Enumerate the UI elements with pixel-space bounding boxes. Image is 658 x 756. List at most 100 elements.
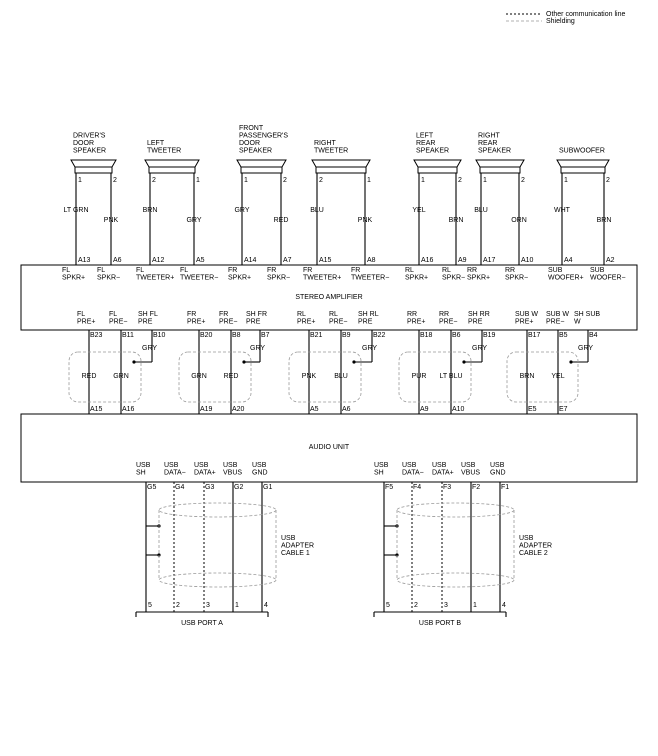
usb-signal-label: USB xyxy=(374,462,389,469)
amp-pin-label: TWEETER+ xyxy=(303,275,341,282)
usb-signal-label: USB xyxy=(223,462,238,469)
wire-color-right: PNK xyxy=(104,217,119,224)
shield-outline xyxy=(68,351,142,403)
usb-port-pin: 3 xyxy=(206,602,210,609)
wire-color-left: YEL xyxy=(412,207,425,214)
shield-junction xyxy=(352,360,356,364)
shield-label: PRE xyxy=(358,319,373,326)
speaker-name: FRONT xyxy=(239,125,264,132)
pre-pos-label: RL xyxy=(297,311,306,318)
pre-neg-label: SUB W xyxy=(546,311,569,318)
terminal-pos: B23 xyxy=(90,332,103,339)
usb-signal-label: VBUS xyxy=(461,470,480,477)
usb-signal-label: DATA+ xyxy=(432,470,454,477)
shield-label: SH RR xyxy=(468,311,490,318)
amp-pin-label: RR xyxy=(467,267,477,274)
speaker-pin-right: 2 xyxy=(283,177,287,184)
wire-color-pos: PUR xyxy=(412,373,427,380)
usb-signal-label: USB xyxy=(164,462,179,469)
speaker-name: SPEAKER xyxy=(416,148,449,155)
amp-pin-label: FR xyxy=(303,267,312,274)
terminal-right: A10 xyxy=(521,257,534,264)
amp-pin-label: FR xyxy=(267,267,276,274)
unit-terminal-pos: A15 xyxy=(90,406,103,413)
unit-terminal-pos: A19 xyxy=(200,406,213,413)
pre-neg-label: PRE− xyxy=(329,319,347,326)
usb-signal-label: DATA− xyxy=(164,470,186,477)
terminal-neg: B9 xyxy=(342,332,351,339)
amp-pin-label: SPKR− xyxy=(442,275,465,282)
amp-pin-label: TWEETER− xyxy=(180,275,218,282)
speaker-pin-left: 1 xyxy=(244,177,248,184)
wire-color-pos: PNK xyxy=(302,373,317,380)
unit-terminal-neg: A6 xyxy=(342,406,351,413)
wire-color-neg: LT BLU xyxy=(439,373,462,380)
shield-label: W xyxy=(574,319,581,326)
speaker-name: REAR xyxy=(416,140,435,147)
speaker-name: LEFT xyxy=(147,140,165,147)
speaker-pin-left: 2 xyxy=(319,177,323,184)
usb-signal-label: USB xyxy=(461,462,476,469)
speaker-name: DOOR xyxy=(73,140,94,147)
shield-wire-color: GRY xyxy=(362,345,377,352)
pre-pos-label: PRE+ xyxy=(407,319,425,326)
speaker-pin-left: 1 xyxy=(483,177,487,184)
wire-color-right: PNK xyxy=(358,217,373,224)
terminal-pos: B17 xyxy=(528,332,541,339)
shield-outline xyxy=(506,351,579,403)
terminal-left: A12 xyxy=(152,257,165,264)
pre-neg-label: PRE− xyxy=(219,319,237,326)
terminal-left: A4 xyxy=(564,257,573,264)
amp-pin-label: FL xyxy=(97,267,105,274)
speaker-pin-right: 2 xyxy=(606,177,610,184)
usb-terminal: G5 xyxy=(147,484,156,491)
usb-port-pin: 4 xyxy=(502,602,506,609)
unit-terminal-neg: A20 xyxy=(232,406,245,413)
shield-outline xyxy=(178,351,252,403)
audio-unit-label: AUDIO UNIT xyxy=(309,444,350,451)
terminal-right: A7 xyxy=(283,257,292,264)
stereo-amplifier-box xyxy=(20,264,638,331)
amp-pin-label: FR xyxy=(228,267,237,274)
terminal-neg: B11 xyxy=(122,332,134,339)
terminal-shield: B4 xyxy=(589,332,598,339)
terminal-pos: B18 xyxy=(420,332,433,339)
terminal-right: A8 xyxy=(367,257,376,264)
amp-pin-label: SPKR+ xyxy=(405,275,428,282)
legend-other-comm: Other communication line xyxy=(546,11,625,18)
shield-label: PRE xyxy=(246,319,261,326)
usb-terminal: F2 xyxy=(472,484,480,491)
usb-terminal: F3 xyxy=(443,484,451,491)
wire-color-pos: GRN xyxy=(191,373,207,380)
cable-shield-bottom xyxy=(396,572,515,588)
terminal-left: A17 xyxy=(483,257,496,264)
cable-label: CABLE 2 xyxy=(519,550,548,557)
terminal-shield: B22 xyxy=(373,332,386,339)
pre-pos-label: SUB W xyxy=(515,311,538,318)
shield-wire-color: GRY xyxy=(142,345,157,352)
wire-color-right: BRN xyxy=(597,217,612,224)
amp-pin-label: SPKR− xyxy=(97,275,120,282)
usb-signal-label: DATA− xyxy=(402,470,424,477)
cable-label: CABLE 1 xyxy=(281,550,310,557)
amp-pin-label: RL xyxy=(442,267,451,274)
wire-color-left: LT GRN xyxy=(63,207,88,214)
shield-label: SH FR xyxy=(246,311,267,318)
terminal-shield: B7 xyxy=(261,332,270,339)
amp-pin-label: SPKR+ xyxy=(228,275,251,282)
cable-label: USB xyxy=(281,535,296,542)
speaker-pin-right: 2 xyxy=(458,177,462,184)
terminal-shield: B10 xyxy=(153,332,166,339)
pre-neg-label: RL xyxy=(329,311,338,318)
speaker-name: DOOR xyxy=(239,140,260,147)
terminal-right: A2 xyxy=(606,257,615,264)
amp-pin-label: FL xyxy=(180,267,188,274)
shield-wire-color: GRY xyxy=(472,345,487,352)
speaker-name: LEFT xyxy=(416,133,434,140)
terminal-neg: B8 xyxy=(232,332,241,339)
usb-signal-label: USB xyxy=(136,462,151,469)
usb-terminal: F1 xyxy=(501,484,509,491)
